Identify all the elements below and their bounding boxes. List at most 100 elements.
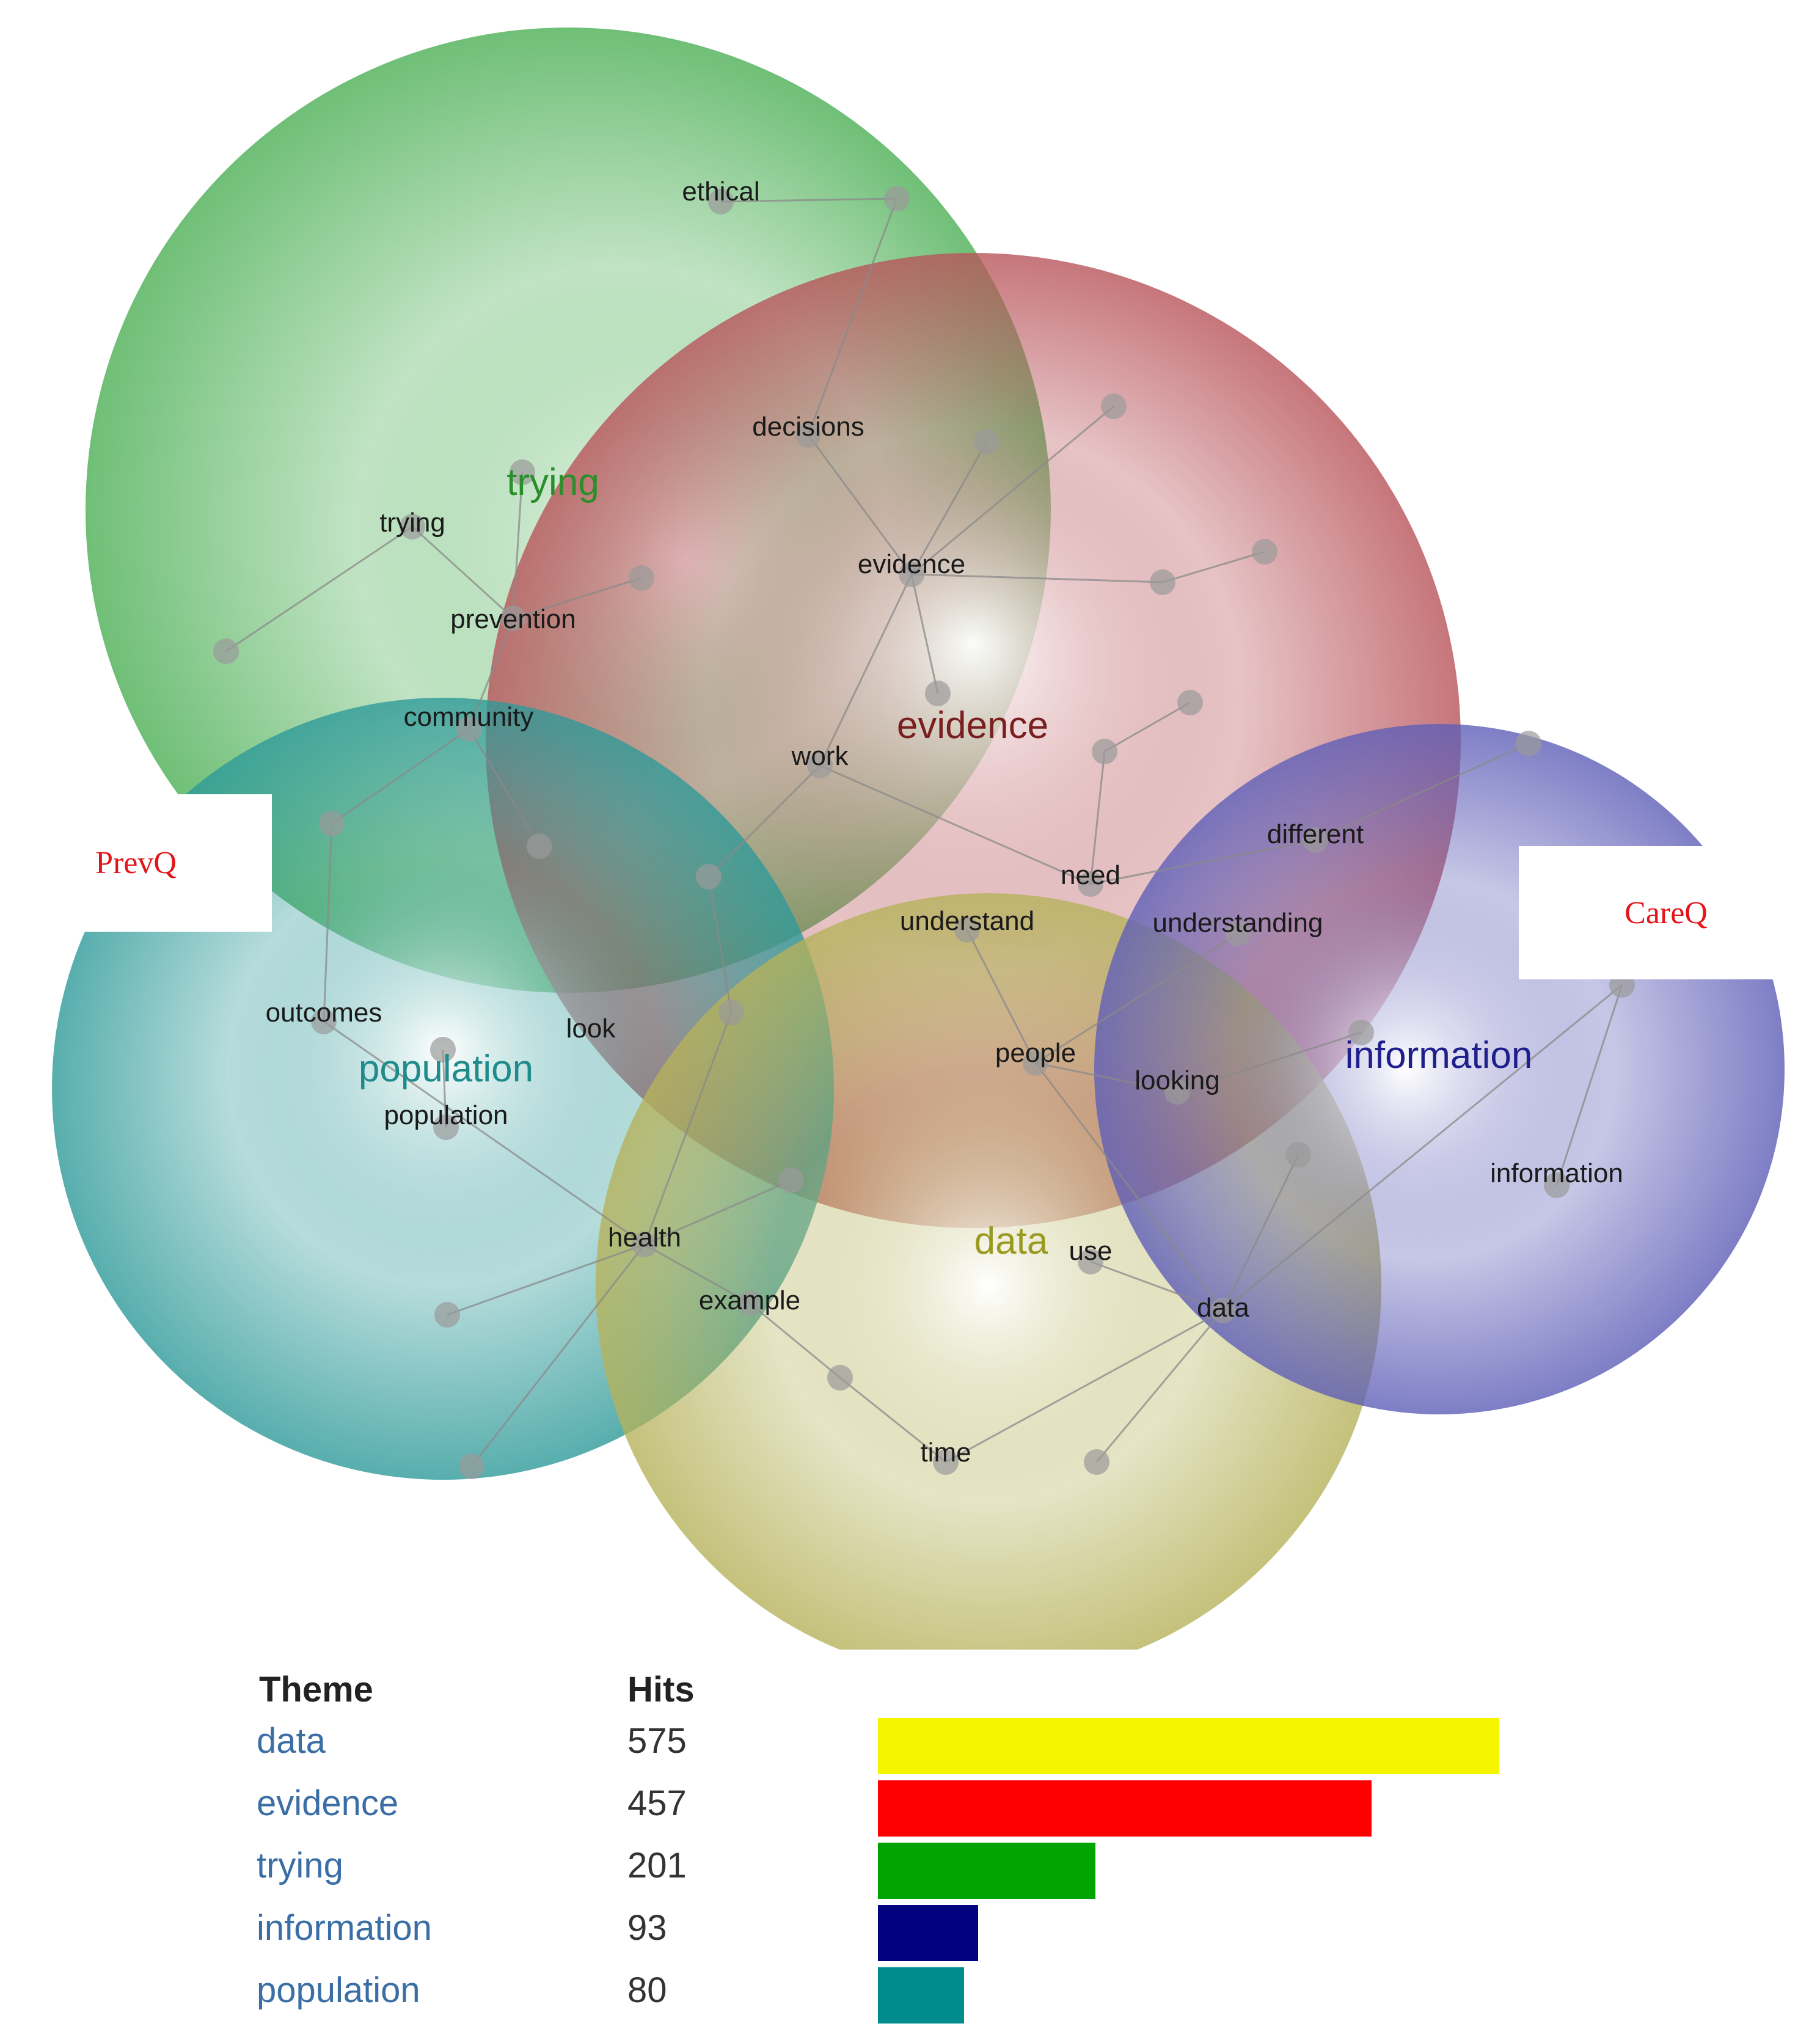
concept-label-need: need [1061,860,1120,890]
concept-label-community: community [404,702,534,732]
hits-bar [878,1967,964,2024]
concept-node [1225,921,1251,946]
concept-link [468,728,541,847]
concept-label-understand: understand [900,906,1034,936]
theme-label-population: population [359,1048,533,1090]
concept-link [323,823,333,1022]
concept-link [1104,701,1191,753]
concept-label-work: work [791,741,849,771]
concept-node [925,681,951,706]
concept-link [1222,1154,1299,1311]
theme-link-information[interactable]: information [257,1908,432,1948]
concept-label-outcomes: outcomes [266,998,382,1028]
concept-node [400,514,425,539]
concept-node [778,1168,804,1193]
concept-link [945,1309,1224,1463]
concept-label-trying: trying [379,508,445,538]
concept-link [411,525,514,620]
theme-circles [52,27,1785,1650]
concept-label-information: information [1490,1158,1623,1188]
hits-value: 575 [627,1721,687,1761]
concept-link [819,574,913,766]
concept-label-looking: looking [1135,1066,1219,1095]
concept-link [644,1243,750,1304]
concept-node [1023,1050,1048,1076]
concept-node [795,422,821,448]
concept-link [966,929,1037,1064]
concept-node [1285,1142,1311,1168]
concept-link [644,1179,792,1246]
concept-node [1252,539,1277,565]
concept-links [225,197,1623,1467]
concept-node [696,864,722,890]
concept-label-understanding: understanding [1153,908,1323,938]
concept-node [1164,1079,1190,1105]
concept-link [707,764,821,878]
concept-label-people: people [995,1038,1076,1068]
table-row: data 575 [252,1713,1503,1775]
concept-node [434,1302,460,1328]
concept-link [643,1012,733,1245]
concept-link [807,434,913,575]
concept-node [884,186,910,211]
hits-bar [878,1843,1095,1899]
prevq-label: PrevQ [95,846,177,880]
concept-label-ethical: ethical [682,177,759,207]
theme-link-data[interactable]: data [257,1721,326,1761]
concept-link [225,525,413,653]
hits-column-header: Hits [627,1670,695,1709]
concept-link [1034,1062,1224,1311]
concept-node [430,1037,456,1062]
concept-link [442,1049,447,1128]
theme-label-trying: trying [506,461,599,503]
concept-node [827,1365,853,1391]
concept-link [513,577,642,620]
concept-node [433,1114,459,1140]
hits-bar [878,1718,1499,1774]
concept-node [1084,1449,1109,1475]
concept-label-health: health [608,1223,681,1252]
theme-label-evidence: evidence [897,704,1048,747]
concept-link [1035,932,1238,1064]
concept-link [720,197,897,203]
concept-label-data: data [1197,1293,1249,1323]
concept-node [319,811,345,836]
theme-link-trying[interactable]: trying [257,1846,343,1885]
concept-node [1101,393,1127,419]
concept-node [718,1000,744,1025]
concept-link [470,1244,646,1467]
theme-link-population[interactable]: population [257,1970,420,2010]
concept-node [933,1449,959,1475]
concept-link [749,1302,841,1379]
concept-node [1078,1249,1103,1274]
concept-link [323,1020,645,1246]
concept-link [1035,1062,1178,1093]
theme-label-data: data [974,1220,1048,1262]
concept-node [1177,690,1203,715]
concept-label-time: time [920,1438,971,1468]
concept-link [331,728,470,825]
theme-column-header: Theme [259,1670,373,1709]
concept-node [500,605,526,631]
concept-node [1544,1172,1570,1198]
concept-node [311,1009,337,1034]
concept-node [510,459,535,485]
theme-link-evidence[interactable]: evidence [257,1783,399,1823]
concept-label-prevention: prevention [450,604,576,634]
theme-labels: trying evidence population data information [359,461,1532,1262]
concept-node [1348,1020,1374,1045]
hits-bar [878,1905,978,1961]
concept-link [911,573,1163,583]
concept-link [1090,839,1316,885]
concept-node [1150,569,1175,595]
prevq-label-box: PrevQ [0,794,272,932]
concept-link [1162,550,1265,583]
hits-bar [878,1780,1372,1837]
theme-label-information: information [1345,1034,1533,1077]
concept-node [527,833,552,859]
careq-label-box: CareQ [1519,846,1813,979]
